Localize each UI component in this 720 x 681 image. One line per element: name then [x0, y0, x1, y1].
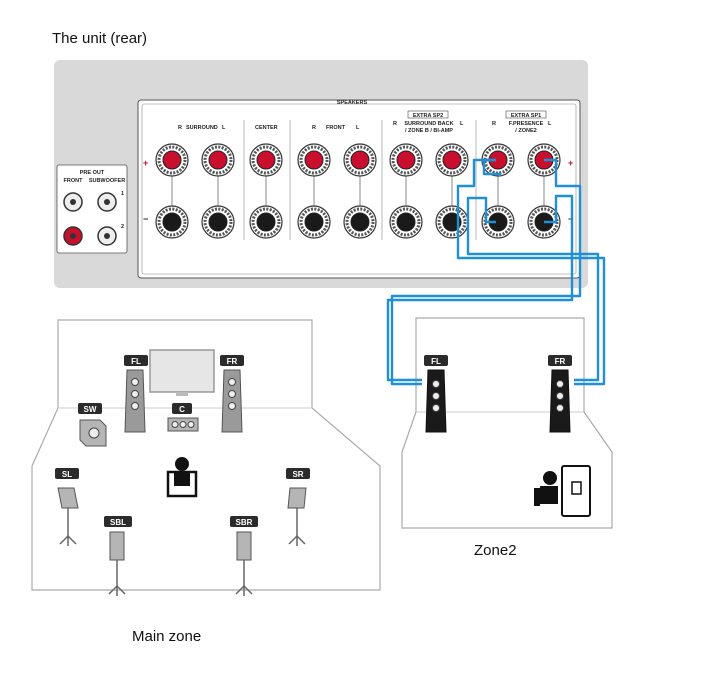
- l-label: L: [222, 125, 226, 131]
- speaker-label-fl: FL: [124, 355, 148, 366]
- subwoofer-icon: [79, 419, 107, 447]
- svg-text:SL: SL: [62, 470, 72, 479]
- front-left-speaker-icon: [124, 369, 146, 433]
- r-label: R: [492, 121, 496, 127]
- terminal-extra-sp2-r-plus: [389, 143, 423, 177]
- zone2-caption: Zone2: [474, 542, 517, 559]
- tv-icon: [149, 349, 215, 393]
- svg-text:SR: SR: [292, 470, 303, 479]
- svg-text:FL: FL: [131, 357, 141, 366]
- zone2-speaker-cables: [386, 158, 606, 386]
- zone2-label-fr: FR: [548, 355, 572, 366]
- unit-caption: The unit (rear): [52, 30, 148, 47]
- zone2-listener-icon: [534, 465, 591, 517]
- l-label: L: [548, 121, 552, 127]
- svg-text:SW: SW: [84, 405, 97, 414]
- plus-sign: +: [143, 158, 148, 168]
- extra-sp2-desc1: SURROUND BACK: [404, 121, 453, 127]
- zone2-room: [401, 317, 613, 529]
- svg-text:FR: FR: [555, 357, 566, 366]
- terminal-extra-sp2-l-minus: [435, 205, 469, 239]
- terminal-surround-l-minus: [201, 205, 235, 239]
- speaker-label-c: C: [172, 403, 192, 414]
- terminal-center-minus: [249, 205, 283, 239]
- center-label: CENTER: [255, 125, 278, 131]
- sub-2-label: 2: [121, 224, 124, 230]
- zone2-front-right-speaker-icon: [549, 369, 571, 433]
- front-right-speaker-icon: [221, 369, 243, 433]
- front-group-label: FRONT: [326, 125, 346, 131]
- minus-sign: −: [568, 214, 573, 224]
- extra-sp1-label: EXTRA SP1: [511, 113, 541, 119]
- extra-sp2-desc2: / ZONE B / BI-AMP: [405, 128, 453, 134]
- svg-text:C: C: [179, 405, 185, 414]
- terminal-surround-r-minus: [155, 205, 189, 239]
- terminal-front-r-plus: [297, 143, 331, 177]
- l-label: L: [460, 121, 464, 127]
- terminal-front-l-plus: [343, 143, 377, 177]
- terminal-front-r-minus: [297, 205, 331, 239]
- svg-text:FL: FL: [431, 357, 441, 366]
- r-label: R: [393, 121, 397, 127]
- surround-left-speaker-icon: [57, 487, 79, 546]
- terminal-center-plus: [249, 143, 283, 177]
- l-label: L: [356, 125, 360, 131]
- surround-back-left-speaker-icon: [108, 531, 126, 596]
- terminal-extra-sp1-r-minus: [481, 205, 515, 239]
- svg-text:SBL: SBL: [110, 518, 126, 527]
- speakers-title: SPEAKERS: [337, 100, 368, 106]
- surround-right-speaker-icon: [287, 487, 307, 546]
- r-label: R: [178, 125, 182, 131]
- surround-back-right-speaker-icon: [235, 531, 253, 596]
- speaker-label-sw: SW: [78, 403, 102, 414]
- terminal-front-l-minus: [343, 205, 377, 239]
- speaker-label-sl: SL: [55, 468, 79, 479]
- speaker-label-fr: FR: [220, 355, 244, 366]
- zone2-label-fl: FL: [424, 355, 448, 366]
- speaker-label-sr: SR: [286, 468, 310, 479]
- pre-out-front-label: FRONT: [64, 178, 84, 184]
- plus-sign: +: [568, 158, 573, 168]
- main-zone-caption: Main zone: [132, 628, 202, 645]
- extra-sp1-desc2: / ZONE2: [515, 128, 536, 134]
- speaker-label-sbl: SBL: [104, 516, 132, 527]
- extra-sp1-desc1: F.PRESENCE: [509, 121, 544, 127]
- listener-icon: [166, 457, 198, 498]
- terminal-surround-r-plus: [155, 143, 189, 177]
- svg-text:FR: FR: [227, 357, 238, 366]
- surround-label: SURROUND: [186, 125, 218, 131]
- svg-text:SBR: SBR: [236, 518, 253, 527]
- pre-out-sub-label: SUBWOOFER: [89, 178, 125, 184]
- minus-sign: −: [143, 214, 148, 224]
- center-speaker-icon: [167, 417, 199, 432]
- terminal-surround-l-plus: [201, 143, 235, 177]
- pre-out-label: PRE OUT: [80, 170, 105, 176]
- speaker-label-sbr: SBR: [230, 516, 258, 527]
- zone2-front-left-speaker-icon: [425, 369, 447, 433]
- extra-sp2-label: EXTRA SP2: [413, 113, 443, 119]
- r-label: R: [312, 125, 316, 131]
- main-zone-room: [31, 319, 381, 591]
- terminal-extra-sp2-l-plus: [435, 143, 469, 177]
- sub-1-label: 1: [121, 191, 124, 197]
- terminal-extra-sp1-r-plus: [481, 143, 515, 177]
- terminal-extra-sp2-r-minus: [389, 205, 423, 239]
